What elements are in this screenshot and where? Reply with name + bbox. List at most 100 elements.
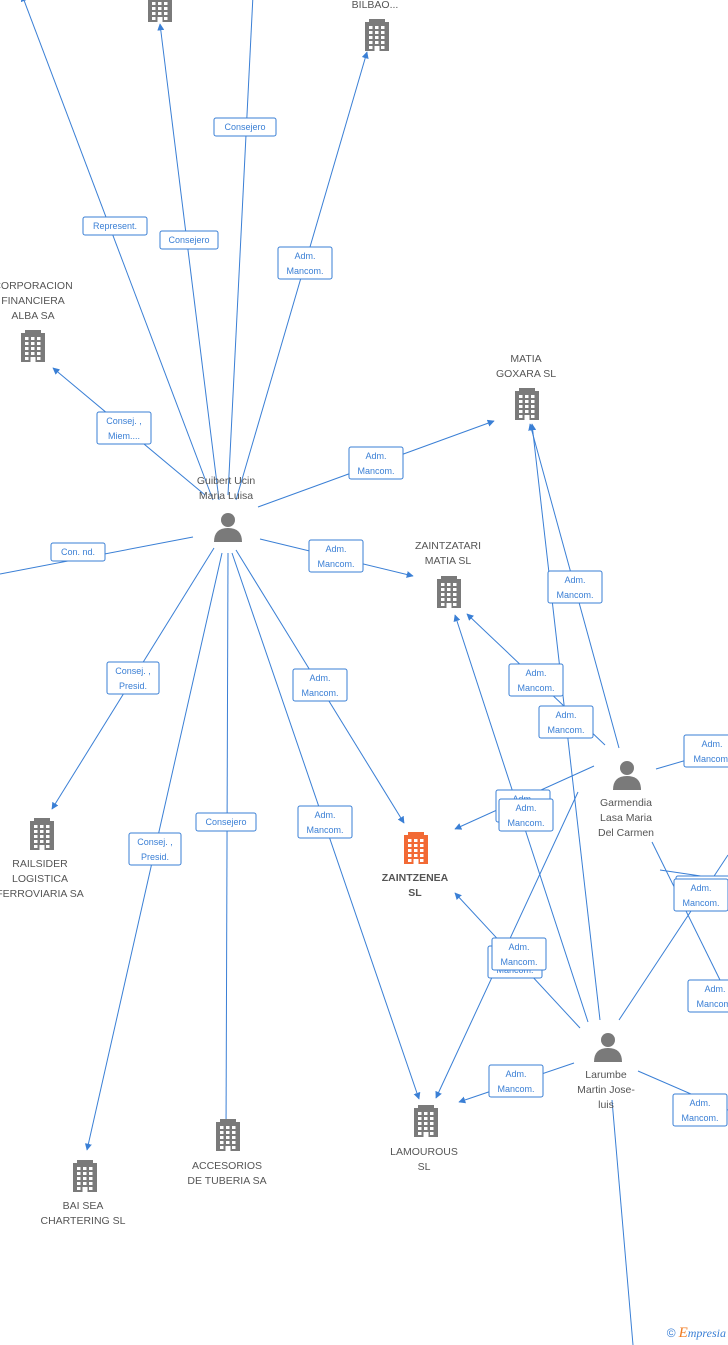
node-label: Larumbe bbox=[585, 1069, 627, 1081]
edge-label[interactable]: Adm. Mancom. bbox=[488, 1064, 544, 1098]
edge-label[interactable]: Adm.Mancom. bbox=[292, 668, 348, 702]
edge-label[interactable]: Adm.Mancom. bbox=[547, 570, 603, 604]
building-icon bbox=[365, 19, 389, 51]
node-baisea[interactable]: BAI SEA CHARTERING SL bbox=[41, 1160, 126, 1227]
edge-label-text: Consejero bbox=[168, 235, 209, 245]
edge-label[interactable]: Adm.Mancom. bbox=[683, 734, 728, 768]
edge-label[interactable]: Consej. ,Presid. bbox=[106, 661, 160, 695]
relationship-edge bbox=[157, 23, 220, 501]
building-icon bbox=[21, 330, 45, 362]
edge-label[interactable]: Adm.Mancom. bbox=[538, 705, 594, 739]
edge-label-box bbox=[128, 832, 182, 866]
edge-label-text: Adm. bbox=[294, 251, 315, 261]
node-label: MATIA SL bbox=[425, 555, 472, 567]
edge-label[interactable]: Adm.Mancom. bbox=[277, 246, 333, 280]
building-icon bbox=[437, 576, 461, 608]
node-label: LAMOUROUS bbox=[390, 1146, 458, 1158]
edge-label-box bbox=[683, 734, 728, 768]
edge-label-box bbox=[673, 878, 728, 912]
person-icon bbox=[613, 761, 641, 790]
node-bilbao[interactable]: BILBAO... bbox=[352, 0, 399, 51]
edge-label[interactable]: Adm.Mancom. bbox=[348, 446, 404, 480]
edge-label[interactable]: Consejero bbox=[159, 230, 219, 250]
edge-label-box bbox=[82, 216, 148, 236]
edge-label-text: Mancom. bbox=[497, 1084, 534, 1094]
node-label: CHARTERING SL bbox=[41, 1215, 126, 1227]
brand-name: mpresia bbox=[687, 1326, 726, 1340]
edge-label[interactable]: Adm. Mancom. bbox=[673, 878, 728, 912]
edge-label-text: Consej. , bbox=[115, 666, 151, 676]
edge-label-text: Mancom. bbox=[507, 818, 544, 828]
edge-label-text: Consej. , bbox=[106, 416, 142, 426]
edge-label-text: Adm. bbox=[309, 673, 330, 683]
edge-label-text: Adm. bbox=[690, 883, 711, 893]
edge-label-box bbox=[508, 663, 564, 697]
building-icon bbox=[216, 1119, 240, 1151]
relationship-edge bbox=[227, 0, 254, 496]
edge-label-box bbox=[106, 661, 160, 695]
relationship-edge bbox=[222, 552, 230, 1139]
node-label: Martin Jose- bbox=[577, 1084, 635, 1096]
edge-label-box bbox=[195, 812, 257, 832]
edge-label[interactable]: Consej. ,Presid. bbox=[128, 832, 182, 866]
edge-label-text: Adm. bbox=[515, 803, 536, 813]
edge-label-text: Con. nd. bbox=[61, 547, 95, 557]
empresia-logo[interactable]: © Empresia bbox=[667, 1325, 726, 1342]
edge-label[interactable]: Adm. Mancom. bbox=[308, 539, 364, 573]
node-label: MATIA bbox=[510, 353, 541, 365]
edge-label[interactable]: Adm.Mancom. bbox=[297, 805, 353, 839]
edge-label-text: Adm. bbox=[505, 1069, 526, 1079]
edge-label-text: Mancom. bbox=[317, 559, 354, 569]
edge-label-box bbox=[159, 230, 219, 250]
edge-label-text: Adm. bbox=[325, 544, 346, 554]
node-label: luis bbox=[598, 1099, 614, 1111]
edge-label[interactable]: Adm.Mancom. bbox=[687, 979, 728, 1013]
node-label: BAI SEA bbox=[63, 1200, 104, 1212]
edge-label-box bbox=[491, 937, 547, 971]
node-label: Guibert Ucin bbox=[197, 475, 256, 487]
edge-label[interactable]: Adm.Mancom. bbox=[672, 1093, 728, 1127]
edge-label-box bbox=[348, 446, 404, 480]
relationship-edge bbox=[611, 1099, 634, 1345]
edge-label-text: Adm. bbox=[564, 575, 585, 585]
node-label: GOXARA SL bbox=[496, 368, 556, 380]
node-label: CORPORACION bbox=[0, 280, 73, 292]
node-label: Garmendia bbox=[600, 797, 652, 809]
edge-label-text: Mancom. bbox=[357, 466, 394, 476]
building-icon bbox=[30, 818, 54, 850]
edge-label[interactable]: Represent. bbox=[82, 216, 148, 236]
edge-label[interactable]: Adm.Mancom. bbox=[491, 937, 547, 971]
node-matia-goxara[interactable]: MATIA GOXARA SL bbox=[496, 353, 556, 420]
edge-label[interactable]: Consej. ,Miem.... bbox=[96, 411, 152, 445]
edge-label[interactable]: Adm. Mancom. bbox=[498, 798, 554, 832]
edge-label[interactable]: Adm.Mancom. bbox=[508, 663, 564, 697]
edge-label-box bbox=[297, 805, 353, 839]
edge-label-text: Mancom. bbox=[693, 754, 728, 764]
node-top-left-co[interactable] bbox=[148, 0, 172, 22]
edge-label-box bbox=[488, 1064, 544, 1098]
edge-label-text: Mancom. bbox=[682, 898, 719, 908]
edge-label[interactable]: Con. nd. bbox=[50, 542, 106, 562]
edge-label[interactable]: Consejero bbox=[195, 812, 257, 832]
edge-labels-layer: ConsejeroRepresent.ConsejeroAdm.Mancom.C… bbox=[50, 117, 728, 1127]
node-label: FINANCIERA bbox=[1, 295, 65, 307]
edge-label-text: Mancom. bbox=[696, 999, 728, 1009]
edge-label-text: Adm. bbox=[555, 710, 576, 720]
copyright-symbol: © bbox=[666, 1326, 676, 1340]
edge-label-text: Mancom. bbox=[681, 1113, 718, 1123]
edge-label[interactable]: Consejero bbox=[213, 117, 277, 137]
building-icon bbox=[404, 832, 428, 864]
edge-label-text: Mancom. bbox=[306, 825, 343, 835]
edge-label-box bbox=[672, 1093, 728, 1127]
relationship-edge bbox=[20, 0, 214, 501]
edge-label-text: Consejero bbox=[205, 817, 246, 827]
